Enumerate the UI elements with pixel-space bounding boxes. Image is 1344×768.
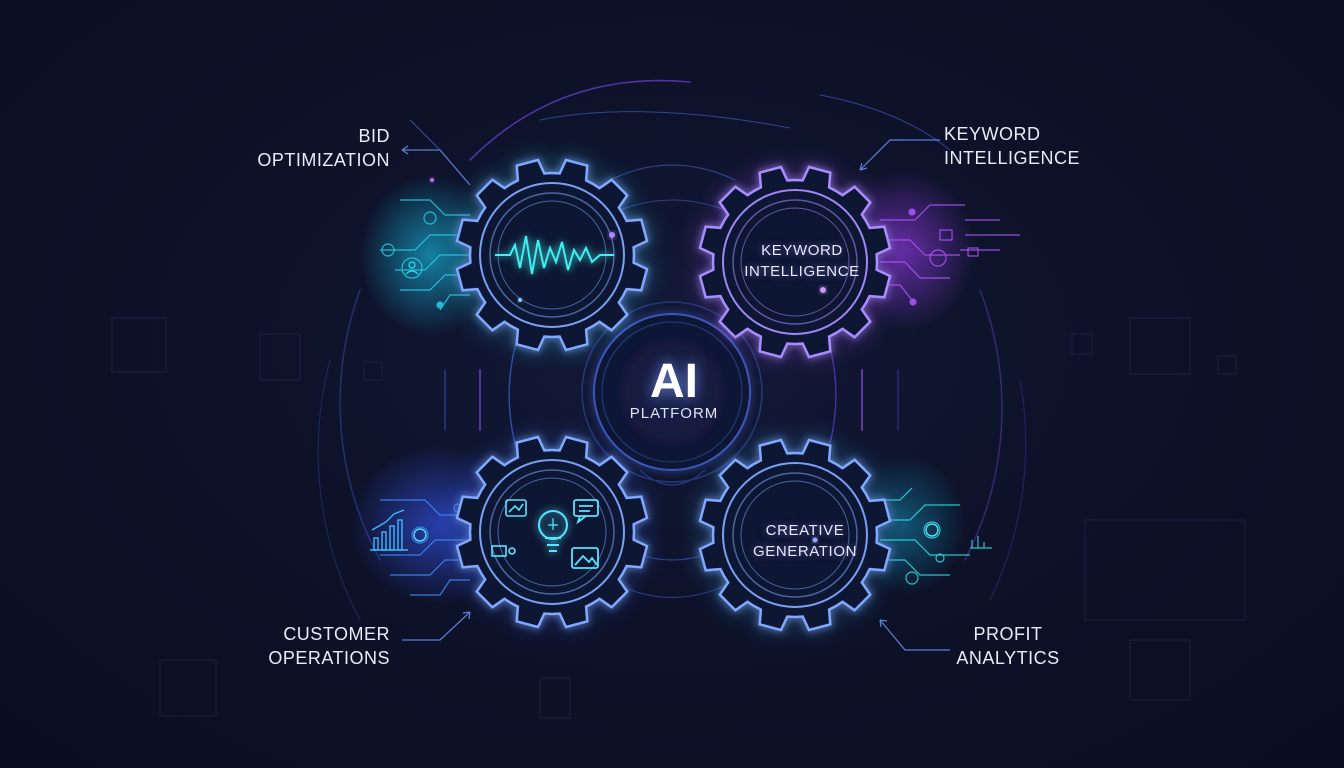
gear-ring xyxy=(732,472,858,598)
image-icon xyxy=(571,547,599,569)
gear-customer-operations xyxy=(452,432,652,632)
gear-ring xyxy=(497,477,607,587)
label-connectors xyxy=(401,139,950,651)
label-line: KEYWORD xyxy=(761,242,843,259)
gear-ring xyxy=(479,459,625,605)
gear-label-keyword-intelligence: KEYWORD INTELLIGENCE xyxy=(732,240,872,282)
label-line: PROFIT xyxy=(973,624,1043,644)
gear-ring xyxy=(489,469,615,595)
label-line: CREATIVE xyxy=(765,522,845,539)
circuit-right-top xyxy=(880,204,1020,306)
label-line: INTELLIGENCE xyxy=(944,148,1081,168)
glow-dots xyxy=(430,178,826,543)
circuit-right-bottom xyxy=(880,487,992,585)
label-customer-operations: CUSTOMER OPERATIONS xyxy=(250,622,390,670)
dollar-icon xyxy=(413,523,939,542)
label-profit-analytics: PROFIT ANALYTICS xyxy=(946,622,1070,670)
ai-platform-hub xyxy=(581,301,763,483)
gear-ring xyxy=(479,182,625,328)
label-keyword-intelligence: KEYWORD INTELLIGENCE xyxy=(944,122,1080,170)
user-icon xyxy=(405,261,419,275)
lightbulb-icon xyxy=(538,510,568,552)
gear-ring xyxy=(722,462,868,608)
label-line: KEYWORD xyxy=(944,124,1041,144)
chart-icon xyxy=(370,509,408,551)
gear-body xyxy=(698,165,892,359)
screen-icon xyxy=(491,499,527,557)
waveform-icon xyxy=(495,235,614,275)
label-line: ANALYTICS xyxy=(956,648,1060,668)
background-grid xyxy=(111,317,1246,719)
gear-ring xyxy=(740,207,850,317)
hub-title: AI xyxy=(650,355,698,408)
gear-ring xyxy=(740,480,850,590)
gear-ring xyxy=(722,189,868,335)
gear-body xyxy=(698,438,892,632)
gear-label-creative-generation: CREATIVE GENERATION xyxy=(735,520,875,562)
label-line: OPTIMIZATION xyxy=(257,150,390,170)
label-line: OPERATIONS xyxy=(268,648,390,668)
gear-ring xyxy=(732,199,858,325)
gear-creative-generation xyxy=(695,435,895,635)
chat-icon xyxy=(573,499,599,525)
gear-keyword-intelligence xyxy=(695,162,895,362)
label-line: CUSTOMER xyxy=(283,624,390,644)
label-line: INTELLIGENCE xyxy=(744,263,860,280)
label-bid-optimization: BID OPTIMIZATION xyxy=(250,124,390,172)
label-line: GENERATION xyxy=(752,543,858,560)
hub-subtitle: PLATFORM xyxy=(629,405,719,422)
gear-body xyxy=(455,435,649,629)
circuit-left-top xyxy=(380,199,470,311)
label-line: BID xyxy=(358,126,390,146)
